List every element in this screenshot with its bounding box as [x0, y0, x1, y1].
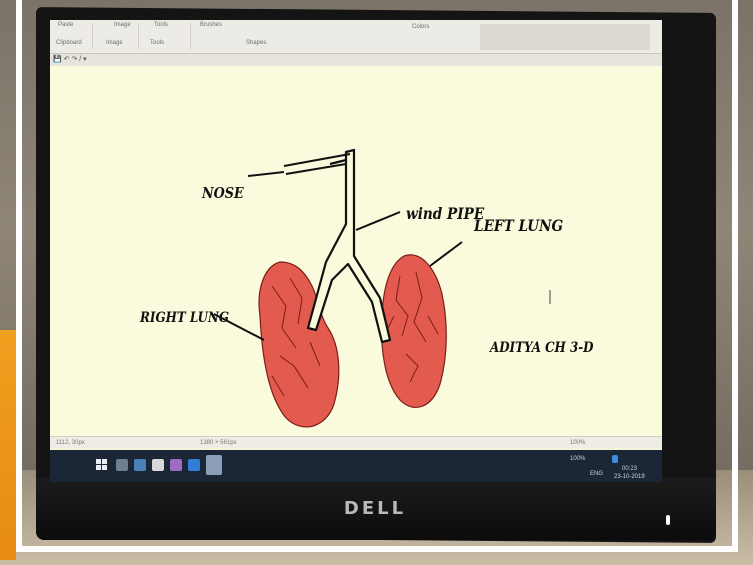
photo-border — [16, 0, 738, 552]
orange-object — [0, 330, 16, 560]
